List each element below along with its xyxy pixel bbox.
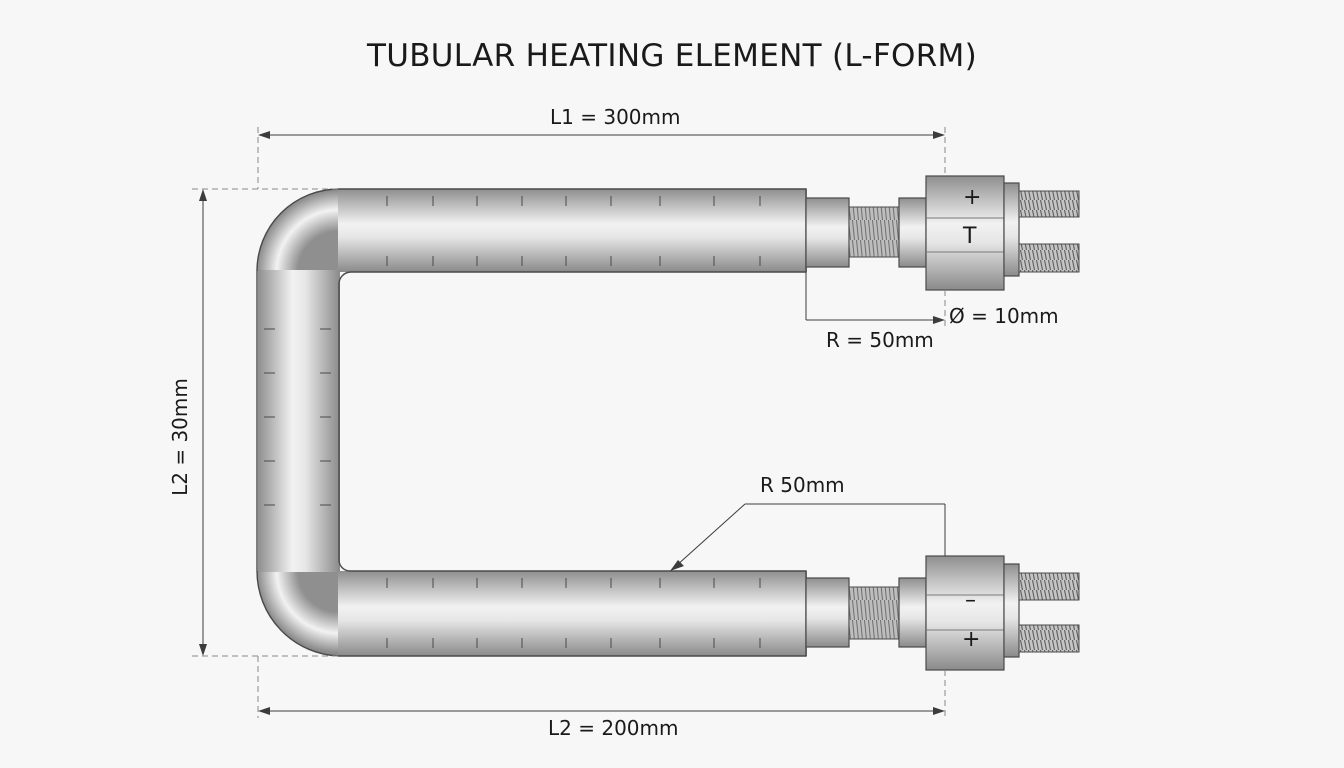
heating-tube (256, 188, 807, 657)
diagram-title: TUBULAR HEATING ELEMENT (L-FORM) (367, 38, 977, 74)
terminal-symbol-top-1: + (963, 185, 982, 210)
terminal-assembly-top (805, 175, 1080, 291)
terminal-symbol-bottom-2: + (962, 627, 981, 652)
dimension-l2-vertical (192, 188, 339, 657)
tube-tick-marks (264, 196, 761, 648)
terminal-symbol-top-2: T (963, 224, 977, 249)
dimension-label-diameter: Ø = 10mm (949, 304, 1059, 328)
dimension-l2-bottom (257, 656, 946, 718)
dimension-label-l2-vertical: L2 = 30mm (168, 378, 192, 496)
terminal-symbol-bottom-1: – (965, 588, 976, 613)
dimension-label-radius-lower: R 50mm (760, 473, 845, 497)
dimension-label-l2-bottom: L2 = 200mm (548, 716, 679, 740)
dimension-label-radius-upper: R = 50mm (826, 328, 934, 352)
terminal-assembly-bottom (805, 555, 1080, 671)
dimension-label-l1: L1 = 300mm (550, 105, 681, 129)
dimension-l1 (257, 127, 946, 189)
dimension-diameter (805, 272, 946, 330)
dimension-radius-lower (670, 503, 946, 571)
